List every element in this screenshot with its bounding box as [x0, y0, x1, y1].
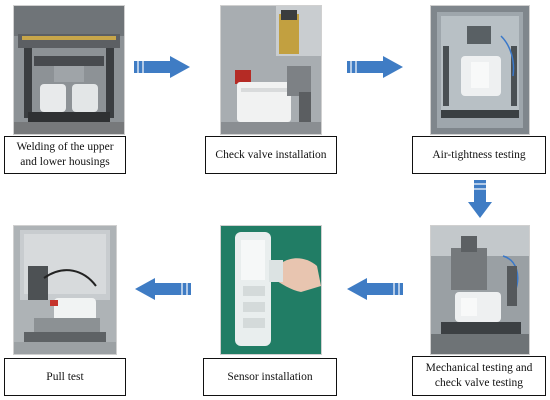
step-3-photo [430, 5, 530, 135]
arrow-right-icon [347, 56, 403, 78]
step-4-caption: Mechanical testing and check valve testi… [412, 356, 546, 396]
arrow-right-icon [134, 56, 190, 78]
step-1-photo [13, 5, 125, 135]
step-2-caption: Check valve installation [205, 136, 337, 174]
step-2-photo [220, 5, 322, 135]
step-5-caption: Sensor installation [203, 358, 337, 396]
arrow-left-icon [347, 278, 403, 300]
step-1-caption: Welding of the upper and lower housings [4, 136, 126, 174]
step-6-photo [13, 225, 117, 355]
step-5-photo [220, 225, 322, 355]
step-6-caption: Pull test [4, 358, 126, 396]
arrow-left-icon [135, 278, 191, 300]
arrow-down-icon [468, 180, 492, 218]
step-4-photo [430, 225, 530, 355]
step-3-caption: Air-tightness testing [412, 136, 546, 174]
